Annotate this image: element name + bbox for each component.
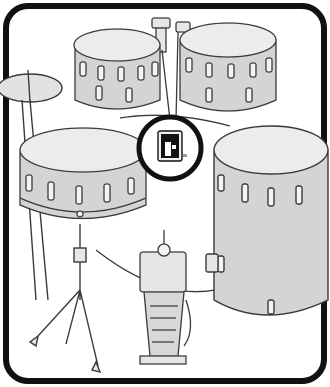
highlight-callout: [139, 117, 201, 179]
jack-connector-icon: [158, 131, 187, 161]
snare-drum: [20, 128, 146, 219]
bass-drum: [206, 126, 328, 315]
tom-right: [180, 23, 276, 111]
tom-left: [74, 29, 160, 109]
